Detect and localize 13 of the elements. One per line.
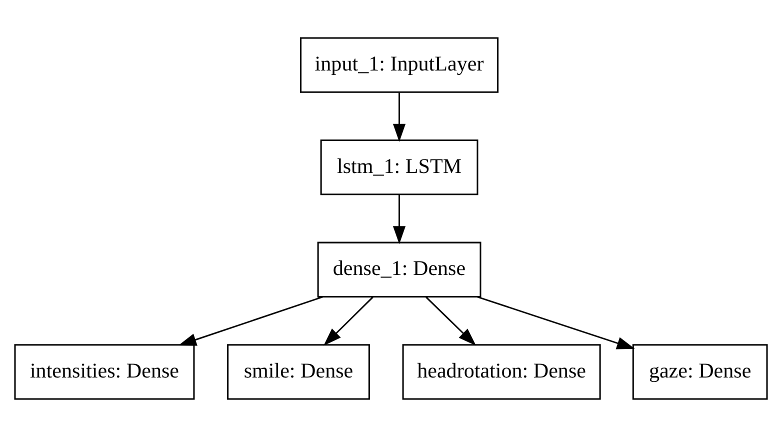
node-box: lstm_1: LSTM <box>320 140 478 196</box>
arrow <box>476 296 635 350</box>
node-box: headrotation: Dense <box>402 344 601 400</box>
arrow <box>426 296 476 346</box>
arrow <box>324 296 374 346</box>
node-box: intensities: Dense <box>14 344 195 400</box>
node-box: gaze: Dense <box>632 344 768 400</box>
node-box: smile: Dense <box>227 344 370 400</box>
arrow <box>392 194 406 244</box>
arrow <box>392 92 406 142</box>
node-box: dense_1: Dense <box>317 242 482 298</box>
node-box: input_1: InputLayer <box>300 37 499 93</box>
arrow <box>178 296 324 346</box>
